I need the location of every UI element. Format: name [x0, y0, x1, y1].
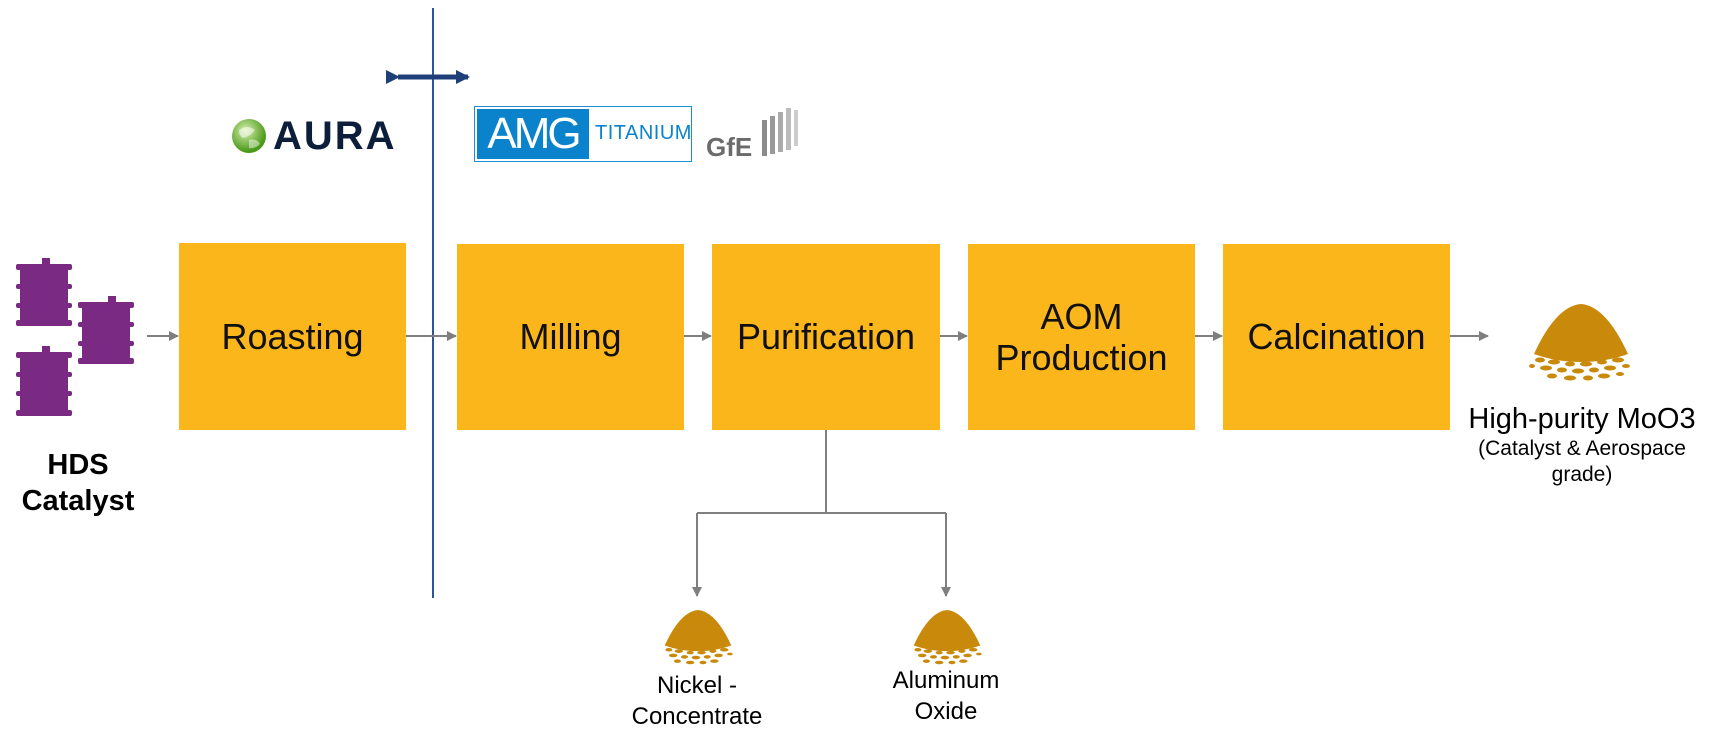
powder-pile-icon — [664, 610, 733, 665]
powder-pile-icon — [1529, 304, 1630, 381]
drum-barrels-icon — [16, 258, 134, 416]
step-label: Roasting — [221, 315, 364, 357]
globe-icon — [232, 119, 266, 153]
byproduct-aluminum-line2: Oxide — [914, 698, 978, 725]
output-title: High-purity MoO3 — [1468, 403, 1696, 435]
step-milling: Milling — [457, 244, 684, 430]
amg-logo-block: AMG — [477, 109, 589, 159]
powder-pile-icon — [913, 610, 982, 665]
amg-titanium-logo: AMG TITANIUM — [474, 106, 692, 162]
byproduct-nickel-line2: Concentrate — [631, 703, 763, 730]
aura-logo: AURA — [229, 116, 414, 156]
step-label: Purification — [736, 316, 916, 358]
step-label: Calcination — [1247, 316, 1426, 358]
amg-logo-text: AMG — [487, 109, 581, 158]
step-label: Milling — [519, 316, 622, 358]
step-roasting: Roasting — [179, 243, 406, 430]
byproduct-nickel-line1: Nickel - — [656, 672, 737, 699]
gfe-logo-text: GfE — [706, 132, 753, 162]
input-label-line1: HDS — [47, 449, 109, 481]
gfe-logo: GfE — [706, 108, 802, 162]
branch-connector — [697, 430, 827, 514]
input-label-line2: Catalyst — [21, 485, 135, 517]
step-label-line2: Production — [995, 337, 1168, 378]
titanium-logo-text: TITANIUM — [595, 122, 692, 144]
output-subtitle-line2: grade) — [1551, 463, 1613, 486]
step-calcination: Calcination — [1223, 244, 1450, 430]
input-label: HDS Catalyst — [0, 447, 156, 519]
byproduct-nickel-label: Nickel - Concentrate — [597, 670, 797, 732]
gfe-stripes-icon — [762, 108, 798, 156]
step-aom-production: AOM Production — [968, 244, 1195, 430]
byproduct-aluminum-label: Aluminum Oxide — [846, 665, 1046, 727]
step-label-line1: AOM — [1040, 295, 1123, 337]
output-label: High-purity MoO3 (Catalyst & Aerospace g… — [1444, 402, 1720, 488]
output-subtitle-line1: (Catalyst & Aerospace — [1478, 437, 1686, 460]
aura-logo-text: AURA — [273, 114, 397, 158]
step-purification: Purification — [712, 244, 940, 430]
byproduct-aluminum-line1: Aluminum — [892, 667, 1000, 694]
